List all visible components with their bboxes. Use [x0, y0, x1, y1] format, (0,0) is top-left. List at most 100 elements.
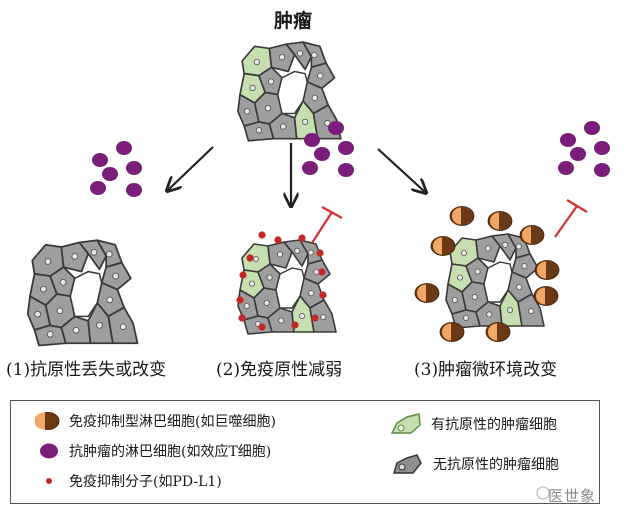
legend-label: 有抗原性的肿瘤细胞 — [431, 417, 557, 433]
cell-nucleus — [253, 58, 260, 66]
pd-l1-molecule — [258, 323, 266, 331]
t-cell-group-2 — [302, 121, 354, 177]
t-cell — [92, 153, 108, 167]
pd-l1-molecule — [236, 296, 244, 304]
legend-item-macrophage: 免疫抑制型淋巴细胞(如巨噬细胞) — [35, 411, 276, 431]
cell-nucleus — [59, 278, 67, 286]
legend-item-non-antigenic-cell: 无抗原性的肿瘤细胞 — [391, 451, 559, 477]
cell-nucleus — [266, 274, 273, 281]
t-cell — [338, 163, 354, 177]
t-cell — [304, 133, 320, 147]
pd-l1-dot-icon — [46, 478, 52, 484]
tumor-lumen — [69, 270, 103, 318]
pd-l1-molecule — [258, 231, 266, 239]
cell-nucleus — [263, 300, 270, 307]
tumor-lumen — [275, 267, 305, 309]
macrophage — [439, 322, 465, 342]
tumor-lumen — [277, 70, 308, 115]
cell-nucleus — [248, 280, 255, 287]
cell-nucleus — [278, 317, 285, 324]
cell-nucleus — [34, 310, 41, 318]
cell-nucleus — [311, 51, 318, 59]
macrophage — [414, 283, 440, 303]
cell-nucleus — [90, 248, 98, 256]
t-cell — [90, 181, 106, 195]
pd-l1-molecule — [274, 236, 282, 244]
legend: 免疫抑制型淋巴细胞(如巨噬细胞) 抗肿瘤的淋巴细胞(如效应T细胞) 免疫抑制分子… — [10, 400, 600, 504]
legend-label: 免疫抑制型淋巴细胞(如巨噬细胞) — [69, 414, 276, 430]
cell-nucleus — [105, 250, 113, 258]
caption-microenvironment-change: (3)肿瘤微环境改变 — [414, 360, 558, 380]
watermark: 医世象 — [548, 487, 597, 505]
macrophage-icon — [35, 412, 60, 430]
cell-nucleus — [456, 274, 463, 281]
cell-nucleus — [528, 308, 535, 315]
legend-item-pd-l1: 免疫抑制分子(如PD-L1) — [37, 471, 222, 491]
macrophage-group — [414, 206, 560, 342]
cell-nucleus — [106, 296, 114, 304]
tumor-title: 肿瘤 — [273, 10, 312, 32]
cell-nucleus — [515, 243, 522, 250]
cell-nucleus — [507, 307, 514, 314]
t-cell — [116, 141, 132, 155]
pd-l1-molecule — [298, 234, 306, 242]
cell-nucleus — [119, 323, 127, 331]
cell-nucleus — [46, 330, 54, 338]
t-cell — [126, 183, 142, 197]
arrow-to-panel-3 — [377, 148, 425, 192]
cell-nucleus — [252, 255, 259, 262]
antigenic-cell-icon — [390, 413, 421, 434]
inhibition-line-panel-2 — [311, 206, 343, 244]
cell-nucleus — [296, 50, 304, 57]
inhibition-line-panel-3 — [554, 199, 588, 238]
macrophage — [534, 260, 560, 280]
cell-nucleus — [294, 247, 301, 254]
t-cell — [302, 161, 318, 175]
cell-nucleus — [267, 78, 275, 85]
macrophage — [519, 225, 545, 245]
legend-label: 无抗原性的肿瘤细胞 — [433, 457, 559, 473]
cell-nucleus — [485, 245, 492, 252]
cell-nucleus — [486, 311, 493, 318]
cell-nucleus — [299, 313, 306, 320]
legend-label: 免疫抑制分子(如PD-L1) — [69, 474, 222, 490]
macrophage — [487, 211, 513, 231]
cell-nucleus — [320, 314, 327, 321]
pd-l1-molecule — [239, 271, 247, 279]
cell-nucleus — [324, 120, 331, 127]
tumor-cluster-panel-2 — [237, 239, 337, 335]
cell-nucleus — [313, 268, 320, 275]
tumor-cluster-top — [237, 41, 342, 142]
tumor-cluster-panel-1 — [26, 239, 139, 347]
wechat-logo-icon — [536, 486, 550, 500]
t-cell — [126, 161, 142, 175]
cell-nucleus — [317, 72, 324, 79]
pd-l1-molecule — [318, 268, 326, 276]
cell-nucleus — [516, 284, 523, 291]
tumor-cluster-panel-3 — [445, 233, 545, 329]
t-cell — [328, 121, 344, 135]
cell-nucleus — [249, 84, 256, 92]
t-cell — [594, 141, 610, 155]
cell-nucleus — [460, 249, 467, 256]
cell-nucleus — [451, 297, 458, 304]
cell-nucleus — [243, 108, 251, 115]
macrophage — [430, 236, 456, 256]
cell-nucleus — [112, 272, 119, 280]
cell-nucleus — [277, 251, 284, 258]
arrow-to-panel-1 — [168, 146, 214, 190]
cell-nucleus — [56, 307, 64, 315]
tumor-lumen — [483, 261, 513, 303]
cell-nucleus — [307, 249, 314, 256]
cell-nucleus — [72, 326, 80, 334]
cell-nucleus — [301, 118, 309, 126]
pd-l1-molecule — [238, 314, 246, 322]
macrophage — [533, 286, 559, 306]
t-cell-icon — [40, 443, 58, 459]
t-cell — [594, 163, 610, 177]
cell-nucleus — [278, 54, 286, 61]
cell-nucleus — [474, 268, 481, 275]
legend-label: 抗肿瘤的淋巴细胞(如效应T细胞) — [69, 444, 272, 460]
legend-item-t-cell: 抗肿瘤的淋巴细胞(如效应T细胞) — [37, 441, 271, 461]
